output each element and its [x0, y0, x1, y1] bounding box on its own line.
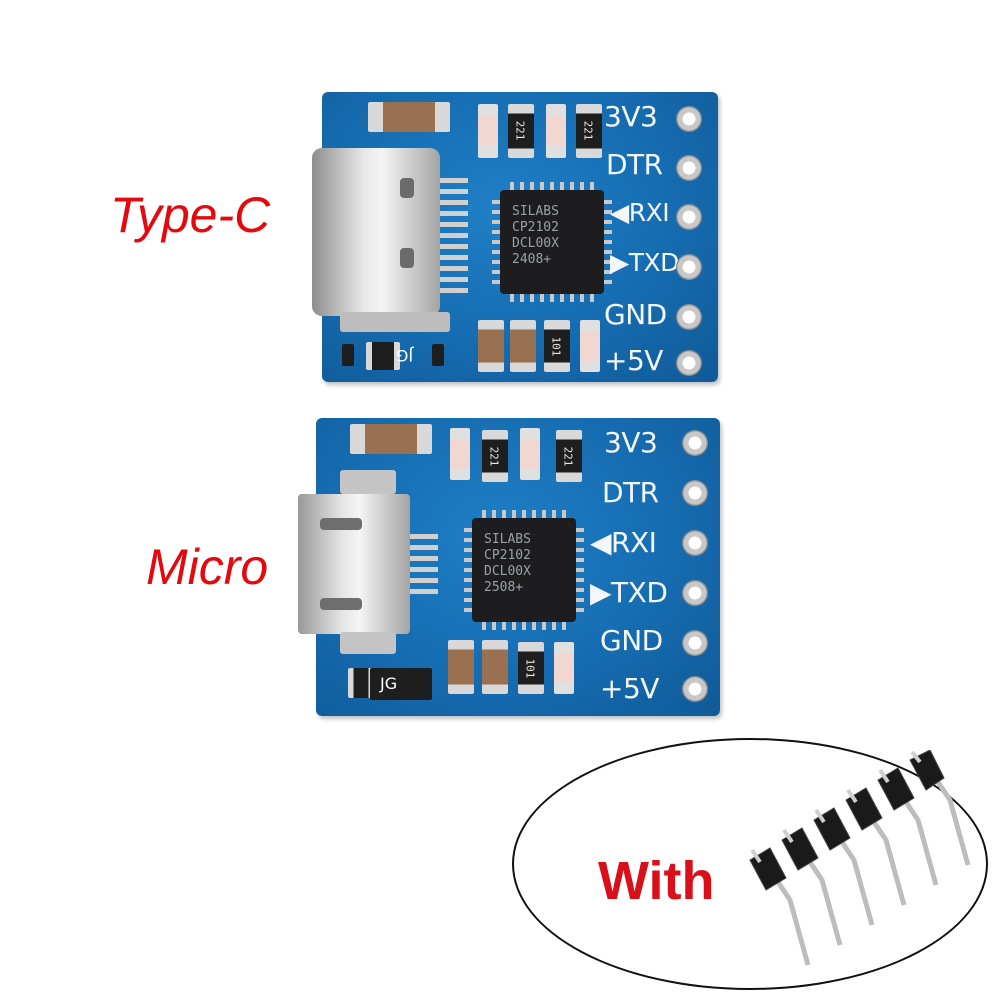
led: [478, 104, 498, 158]
pin-pad: [682, 480, 708, 506]
pin-pad: [682, 676, 708, 702]
pin-pad: [676, 204, 702, 230]
chip-legs: [482, 622, 566, 630]
pin-pad: [682, 430, 708, 456]
pin-label-rxi: ◀RXI: [590, 526, 657, 559]
type-c-label: Type-C: [110, 187, 271, 243]
chip-marking: SILABS CP2102 DCL00X 2508+: [484, 532, 531, 595]
pin-header-illustration: [749, 750, 971, 966]
pin-label-gnd: GND: [600, 624, 663, 657]
capacitor: [350, 424, 432, 454]
micro-usb-connector: [298, 494, 410, 634]
resistor: 101: [518, 642, 544, 694]
silk-jg: JG: [396, 346, 414, 365]
capacitor: [482, 640, 508, 694]
capacitor: [448, 640, 474, 694]
chip-legs: [492, 200, 500, 284]
led: [580, 320, 600, 372]
chip-legs: [510, 294, 594, 302]
pin-pad: [676, 350, 702, 376]
pin-label-5v: +5V: [604, 344, 663, 377]
led: [450, 428, 470, 480]
chip-legs: [510, 182, 594, 190]
resistor-mark: 221: [513, 120, 527, 141]
resistor: 221: [508, 104, 534, 158]
resistor-mark: 101: [523, 658, 537, 679]
small-component: [342, 344, 354, 366]
pin-pad: [682, 630, 708, 656]
pin-pad: [682, 530, 708, 556]
resistor-mark: 221: [581, 120, 595, 141]
with-label: With: [598, 851, 715, 911]
resistor-mark: 221: [487, 446, 501, 467]
micro-usb-tab: [340, 632, 396, 654]
silk-jg: JG: [380, 674, 398, 693]
resistor: 221: [556, 430, 582, 482]
pin-header-plastic: [749, 750, 945, 891]
pin-pad: [682, 580, 708, 606]
capacitor: [368, 102, 450, 132]
small-component: [432, 344, 444, 366]
chip-legs: [482, 510, 566, 518]
pin-label-3v3: 3V3: [604, 426, 658, 459]
led: [554, 642, 574, 694]
header-ellipse: [512, 738, 988, 990]
micro-usb-tab: [340, 470, 396, 494]
chip-marking: SILABS CP2102 DCL00X 2408+: [512, 204, 559, 267]
resistor-mark: 221: [561, 446, 575, 467]
micro-label: Micro: [146, 539, 269, 595]
resistor: 101: [544, 320, 570, 372]
pin-label-txd: ▶TXD: [590, 576, 668, 609]
connector-pins: [410, 534, 438, 600]
diode: [366, 342, 400, 370]
pin-pad: [676, 155, 702, 181]
pin-label-gnd: GND: [604, 298, 667, 331]
chip-legs: [576, 528, 584, 612]
resistor-mark: 101: [549, 336, 563, 357]
capacitor: [478, 320, 504, 372]
diode: [348, 668, 374, 698]
usb-c-shield-tab: [340, 312, 450, 332]
pin-pad: [676, 304, 702, 330]
chip-legs: [464, 528, 472, 612]
pin-pad: [676, 106, 702, 132]
cp2102-chip: [472, 518, 576, 622]
resistor: 221: [482, 430, 508, 482]
led: [546, 104, 566, 158]
pin-label-rxi: ◀RXI: [610, 198, 670, 227]
chip-legs: [604, 200, 612, 284]
pin-label-5v: +5V: [600, 672, 659, 705]
usb-c-connector: [312, 148, 440, 316]
connector-pins: [440, 178, 468, 298]
cp2102-chip: [500, 190, 604, 294]
pin-label-3v3: 3V3: [604, 100, 658, 133]
pin-label-txd: ▶TXD: [610, 248, 679, 277]
resistor: 221: [576, 104, 602, 158]
pin-pad: [676, 254, 702, 280]
pin-label-dtr: DTR: [602, 476, 659, 509]
capacitor: [510, 320, 536, 372]
silk-jg-box: [370, 668, 432, 700]
pin-header-tips: [750, 750, 922, 864]
pin-label-dtr: DTR: [606, 148, 663, 181]
led: [520, 428, 540, 480]
